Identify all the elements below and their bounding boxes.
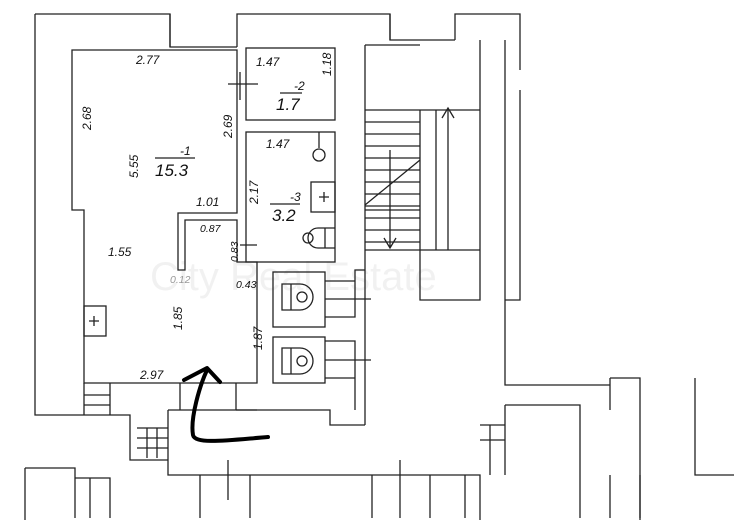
dim-r1-mid: 1.85 [171, 306, 185, 330]
dim-r1-lower: 1.55 [108, 245, 132, 259]
dim-passage-h: 0.83 [229, 241, 241, 262]
dim-r1-right: 2.69 [221, 114, 235, 139]
room-2: 1.47 1.18 -2 1.7 [228, 47, 336, 121]
room-2-area: 1.7 [276, 95, 300, 114]
room-1-area: 15.3 [155, 161, 189, 180]
dim-r1-notch: 1.01 [196, 195, 219, 209]
room-3-number: -3 [290, 190, 301, 204]
dim-r1-bottom: 2.97 [139, 368, 165, 382]
dim-r1-top: 2.77 [135, 53, 161, 67]
dim-r2-width: 1.47 [256, 55, 281, 69]
radiator-icon [83, 305, 107, 337]
room-2-number: -2 [294, 79, 305, 93]
dim-wall: 0.12 [170, 274, 191, 286]
outer-walls [24, 13, 641, 520]
shower-icon [310, 181, 336, 213]
entrance-arrow [182, 366, 270, 443]
room-1-number: -1 [180, 144, 191, 158]
dim-r2-height: 1.18 [320, 52, 334, 76]
dim-gap: 0.43 [236, 279, 257, 291]
toilet-stalls [272, 269, 371, 410]
room-1: 2.77 2.68 2.69 5.55 -1 15.3 1.01 0.87 0.… [71, 49, 265, 384]
room-3: 1.47 2.17 -3 3.2 [240, 131, 336, 263]
stair-block [364, 40, 734, 520]
sink-icon [312, 132, 326, 162]
dim-r1-height: 5.55 [127, 154, 141, 178]
dim-passage-w: 0.87 [200, 223, 222, 235]
dim-r1-right-low: 1.87 [251, 325, 265, 350]
toilet-icon [281, 283, 314, 311]
room-3-area: 3.2 [272, 206, 296, 225]
dim-r3-height: 2.17 [247, 179, 261, 205]
toilet-icon [302, 227, 335, 249]
toilet-icon [281, 347, 314, 375]
dim-r3-width: 1.47 [266, 137, 291, 151]
dim-r1-left: 2.68 [80, 106, 94, 131]
